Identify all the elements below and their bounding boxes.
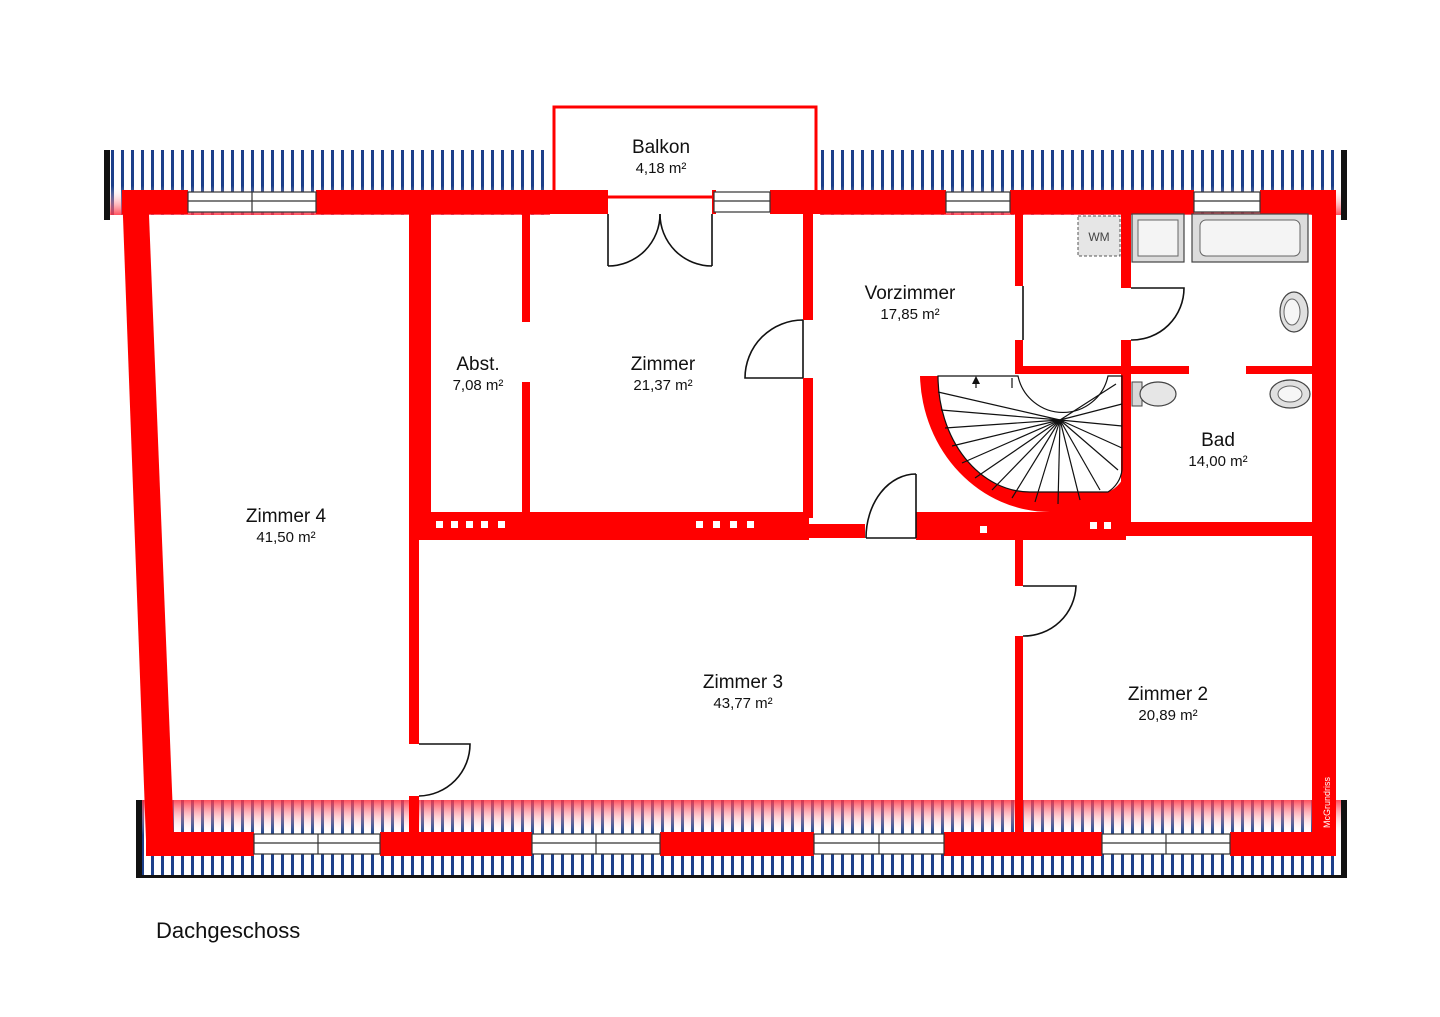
room-name-zimmer: Zimmer (631, 354, 696, 375)
spiral-stairs (937, 375, 1123, 505)
room-name-zimmer2: Zimmer 2 (1128, 684, 1208, 705)
room-area-balkon: 4,18 m² (636, 160, 687, 177)
bath-fixtures: WM (1077, 213, 1311, 409)
room-area-zimmer: 21,37 m² (633, 377, 692, 394)
wm-label: WM (1088, 230, 1109, 244)
room-area-abst: 7,08 m² (453, 377, 504, 394)
room-name-bad: Bad (1201, 430, 1235, 451)
room-area-vorzimmer: 17,85 m² (880, 306, 939, 323)
windows (187, 191, 1261, 855)
room-name-balkon: Balkon (632, 137, 690, 158)
stair-arrow-icon (972, 376, 980, 384)
room-name-abst: Abst. (456, 354, 499, 375)
credit-label: McGrundriss (1322, 776, 1332, 828)
room-name-zimmer4: Zimmer 4 (246, 506, 327, 527)
wall-openings (436, 521, 1111, 533)
walls (122, 190, 1336, 856)
floor-label: Dachgeschoss (156, 918, 301, 943)
room-area-bad: 14,00 m² (1188, 453, 1247, 470)
room-name-vorzimmer: Vorzimmer (865, 283, 956, 304)
room-area-zimmer2: 20,89 m² (1138, 707, 1197, 724)
room-name-zimmer3: Zimmer 3 (703, 672, 783, 693)
room-area-zimmer4: 41,50 m² (256, 529, 315, 546)
doors (418, 213, 1185, 797)
room-labels: Balkon 4,18 m² Vorzimmer 17,85 m² Abst. … (246, 137, 1248, 724)
balcony-outline (552, 105, 818, 199)
room-area-zimmer3: 43,77 m² (713, 695, 772, 712)
